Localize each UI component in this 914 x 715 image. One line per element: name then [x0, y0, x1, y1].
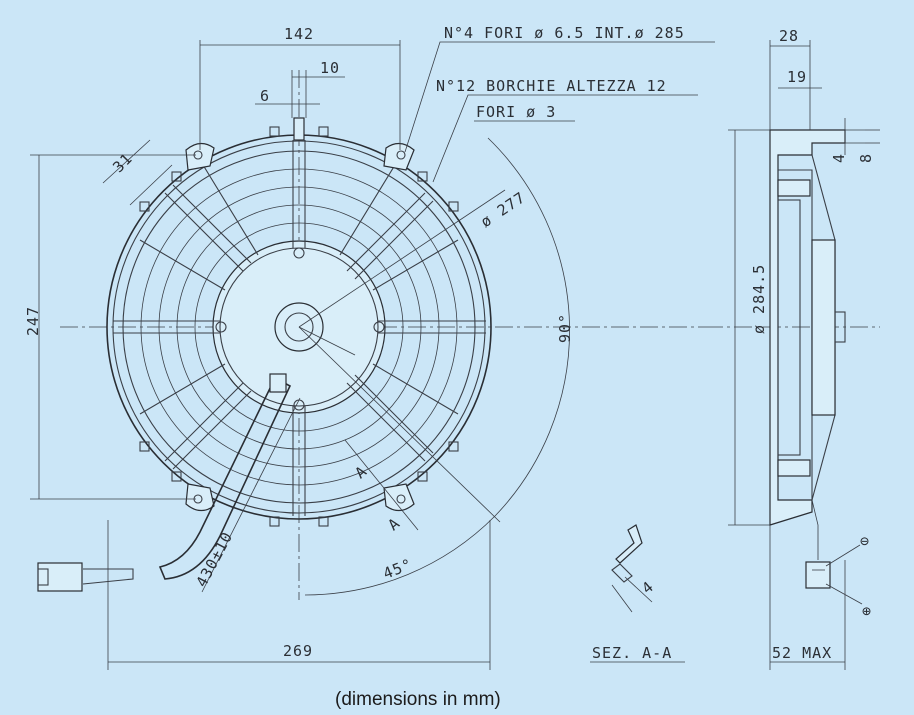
dim-8-side: 8: [857, 153, 875, 163]
dim-6: 6: [260, 87, 270, 105]
note-stud-holes: FORI ø 3: [476, 103, 556, 121]
plus-terminal: ⊕: [862, 602, 872, 620]
dim-277: ø 277: [477, 188, 529, 231]
dim-19: 19: [787, 68, 807, 86]
dim-52-max: 52 MAX: [772, 644, 832, 662]
dim-284-5: ø 284.5: [750, 264, 768, 334]
section-mark-a-top: A: [351, 462, 370, 482]
dim-269: 269: [283, 642, 313, 660]
note-holes: N°4 FORI ø 6.5 INT.ø 285: [444, 24, 685, 42]
front-view: 142 10 6 31 247 269 90° 45° ø 277: [24, 24, 715, 670]
side-view: ⊖ ⊕ ø 284.5 28 19 4 8 52 MAX: [705, 27, 880, 670]
minus-terminal: ⊖: [860, 532, 870, 550]
dim-28: 28: [779, 27, 799, 45]
dim-4-side: 4: [830, 153, 848, 163]
dim-90: 90°: [556, 313, 574, 343]
section-a-a: 4 SEZ. A-A: [590, 524, 685, 663]
caption: (dimensions in mm): [335, 689, 501, 710]
dim-247: 247: [24, 306, 42, 336]
dim-142: 142: [284, 25, 314, 43]
dim-31: 31: [109, 149, 136, 176]
section-label: SEZ. A-A: [592, 644, 672, 662]
dim-430: 430±10: [192, 528, 236, 590]
dim-10: 10: [320, 59, 340, 77]
section-dim-4: 4: [638, 577, 657, 597]
note-studs: N°12 BORCHIE ALTEZZA 12: [436, 77, 667, 95]
section-mark-a-bottom: A: [384, 514, 403, 534]
